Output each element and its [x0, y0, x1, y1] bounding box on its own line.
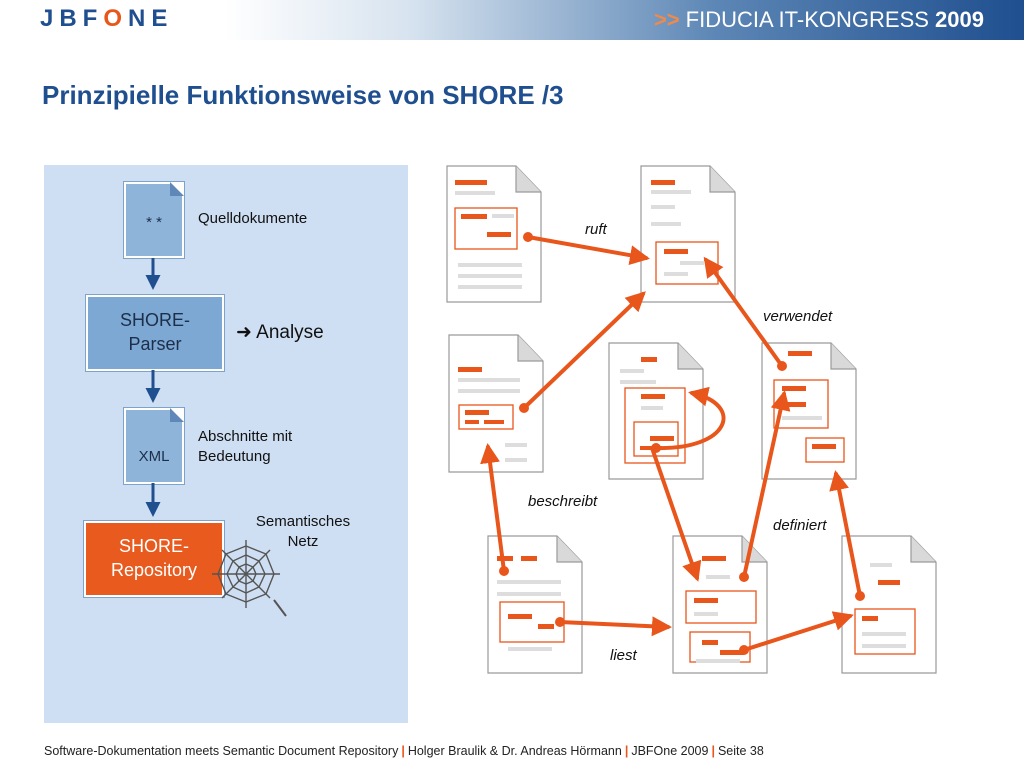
arrow-start-dot: [855, 591, 865, 601]
repo-line2: Repository: [110, 560, 198, 580]
arrow-self-reference: [654, 386, 726, 451]
parser-line2: Parser: [128, 334, 182, 354]
slide-title: Prinzipielle Funktionsweise von SHORE /3: [42, 80, 564, 110]
analyse-text: Analyse: [256, 322, 324, 343]
source-document-icon: * *: [124, 182, 184, 258]
net-line2: Netz: [287, 533, 319, 550]
arrow-definiert: [742, 390, 791, 579]
xml-icon-label: XML: [138, 448, 170, 465]
arrow-start-dot: [777, 361, 787, 371]
label-definiert: definiert: [773, 517, 827, 534]
document-g: [672, 535, 768, 674]
shore-parser-box: SHORE- Parser: [86, 295, 224, 371]
label-ruft: ruft: [585, 221, 608, 238]
source-label: Quelldokumente: [198, 210, 308, 227]
document-c: [448, 334, 544, 473]
arrow-to-e-small: [829, 470, 862, 598]
net-line1: Semantisches: [255, 513, 351, 530]
banner-arrows: >>: [653, 7, 680, 32]
label-liest: liest: [610, 647, 638, 664]
jbfone-logo: JBFONE: [40, 5, 173, 33]
arrow-start-dot: [739, 645, 749, 655]
arrow-verwendet: [703, 256, 784, 368]
spider-web-icon: [212, 540, 287, 617]
footer-event: JBFOne 2009: [631, 744, 709, 758]
arrow-right-icon: ➜: [236, 322, 252, 343]
footer: Software-Dokumentation meets Semantic Do…: [44, 744, 764, 758]
banner-text: FIDUCIA IT-KONGRESS: [685, 7, 929, 32]
congress-banner: >>FIDUCIA IT-KONGRESS 2009: [654, 7, 984, 33]
label-verwendet: verwendet: [763, 308, 833, 325]
arrow-start-dot: [499, 566, 509, 576]
semantic-net-label: Semantisches Netz: [248, 512, 358, 552]
footer-separator: |: [401, 744, 405, 758]
arrow-start-dot: [523, 232, 533, 242]
banner-year: 2009: [935, 7, 984, 32]
header-band: [0, 0, 1024, 40]
arrow-start-dot: [519, 403, 529, 413]
xml-document-icon: XML: [124, 408, 184, 484]
sections-line2: Bedeutung: [198, 448, 271, 465]
label-beschreibt: beschreibt: [528, 493, 598, 510]
arrow-start-dot: [739, 572, 749, 582]
arrow-g-to-h: [742, 611, 854, 652]
parser-line1: SHORE-: [119, 310, 190, 330]
footer-page: Seite 38: [717, 744, 764, 758]
document-f: [487, 535, 583, 674]
logo-prefix: JBF: [40, 5, 104, 32]
document-a: [446, 165, 542, 303]
sections-line1: Abschnitte mit: [198, 428, 293, 445]
source-icon-label: * *: [146, 214, 162, 231]
repo-line1: SHORE-: [118, 536, 189, 556]
document-h: [841, 535, 937, 674]
logo-suffix: NE: [128, 5, 174, 32]
footer-title: Software-Dokumentation meets Semantic Do…: [44, 744, 399, 758]
document-e: [761, 342, 857, 480]
arrow-beschreibt: [480, 443, 506, 573]
footer-separator: |: [624, 744, 629, 758]
analyse-label: ➜ Analyse: [236, 321, 324, 344]
arrow-d-to-g: [650, 446, 702, 582]
sections-label: Abschnitte mit Bedeutung: [198, 427, 292, 467]
arrow-ruft: [526, 235, 650, 266]
arrow-liest: [558, 616, 672, 637]
arrow-start-dot: [555, 617, 565, 627]
process-panel: [44, 165, 408, 723]
footer-separator: |: [711, 744, 715, 758]
arrow-a-to-b-upward: [522, 291, 646, 410]
footer-authors: Holger Braulik & Dr. Andreas Hörmann: [407, 744, 622, 758]
shore-repository-box: SHORE- Repository: [84, 521, 224, 597]
arrow-start-dot: [651, 443, 661, 453]
logo-o: O: [103, 5, 129, 32]
